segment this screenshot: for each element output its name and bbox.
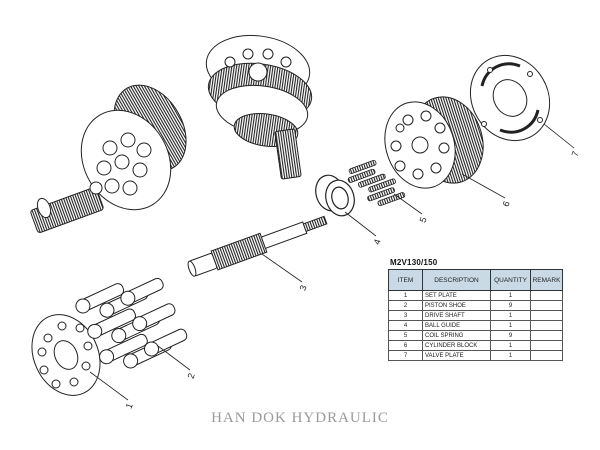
leader-line-1 bbox=[89, 371, 129, 401]
leader-lines bbox=[89, 123, 575, 401]
parts-list: M2V130/150 ITEM DESCRIPTION QUANTITY REM… bbox=[388, 258, 563, 361]
cell-remark bbox=[530, 340, 563, 351]
leader-line-5 bbox=[393, 193, 423, 215]
leader-line-6 bbox=[461, 173, 506, 199]
callout-1: 1 bbox=[124, 402, 135, 410]
callout-6: 6 bbox=[501, 200, 512, 208]
table-row: 4 BALL GUIDE 1 bbox=[388, 320, 563, 331]
cell-description: PISTON SHOE bbox=[422, 300, 491, 311]
cell-description: CYLINDER BLOCK bbox=[422, 340, 491, 351]
cell-item: 1 bbox=[388, 290, 423, 301]
cell-quantity: 9 bbox=[490, 330, 531, 341]
header-description: DESCRIPTION bbox=[422, 269, 491, 291]
cell-description: DRIVE SHAFT bbox=[422, 310, 491, 321]
header-item: ITEM bbox=[388, 269, 423, 291]
cell-item: 4 bbox=[388, 320, 423, 331]
table-row: 7 VALVE PLATE 1 bbox=[388, 350, 563, 361]
callout-labels: 1 2 3 4 5 6 7 bbox=[124, 150, 581, 410]
coil-spring-group-illustration bbox=[347, 160, 406, 207]
cell-quantity: 1 bbox=[490, 310, 531, 321]
valve-plate-illustration bbox=[469, 54, 551, 142]
table-row: 6 CYLINDER BLOCK 1 bbox=[388, 340, 563, 351]
set-plate-illustration bbox=[31, 314, 101, 396]
cell-quantity: 1 bbox=[490, 340, 531, 351]
cell-quantity: 1 bbox=[490, 320, 531, 331]
callout-2: 2 bbox=[186, 372, 197, 380]
callout-3: 3 bbox=[298, 284, 309, 292]
watermark-text: HAN DOK HYDRAULIC bbox=[211, 410, 389, 426]
cell-remark bbox=[530, 310, 563, 321]
cell-item: 2 bbox=[388, 300, 423, 311]
table-row: 1 SET PLATE 1 bbox=[388, 290, 563, 301]
cell-description: COIL SPRING bbox=[422, 330, 491, 341]
leader-line-2 bbox=[157, 345, 191, 371]
assembled-rotary-group-illustration bbox=[205, 34, 313, 180]
cell-remark bbox=[530, 300, 563, 311]
callout-7: 7 bbox=[570, 150, 581, 158]
assembled-cylinder-block-illustration bbox=[30, 84, 187, 233]
cell-description: SET PLATE bbox=[422, 290, 491, 301]
cell-quantity: 1 bbox=[490, 350, 531, 361]
leader-line-4 bbox=[344, 211, 377, 237]
parts-table-header-row: ITEM DESCRIPTION QUANTITY REMARK bbox=[388, 269, 563, 291]
table-row: 5 COIL SPRING 9 bbox=[388, 330, 563, 341]
table-row: 2 PISTON SHOE 9 bbox=[388, 300, 563, 311]
cell-item: 3 bbox=[388, 310, 423, 321]
leader-line-3 bbox=[261, 253, 303, 283]
callout-5: 5 bbox=[418, 216, 429, 224]
cell-description: VALVE PLATE bbox=[422, 350, 491, 361]
drive-shaft-illustration bbox=[187, 215, 328, 277]
callout-4: 4 bbox=[372, 238, 383, 246]
header-remark: REMARK bbox=[530, 269, 563, 291]
piston-shoe-group-illustration bbox=[75, 277, 188, 369]
cell-quantity: 9 bbox=[490, 300, 531, 311]
leader-line-7 bbox=[543, 123, 575, 149]
ball-guide-illustration bbox=[315, 174, 355, 217]
table-row: 3 DRIVE SHAFT 1 bbox=[388, 310, 563, 321]
cell-description: BALL GUIDE bbox=[422, 320, 491, 331]
cell-remark bbox=[530, 330, 563, 341]
cylinder-block-illustration bbox=[384, 96, 484, 189]
cell-remark bbox=[530, 290, 563, 301]
cell-item: 5 bbox=[388, 330, 423, 341]
cell-remark bbox=[530, 350, 563, 361]
cell-item: 6 bbox=[388, 340, 423, 351]
cell-remark bbox=[530, 320, 563, 331]
cell-quantity: 1 bbox=[490, 290, 531, 301]
model-title: M2V130/150 bbox=[390, 258, 438, 267]
header-quantity: QUANTITY bbox=[490, 269, 531, 291]
parts-table: ITEM DESCRIPTION QUANTITY REMARK 1 SET P… bbox=[388, 269, 563, 361]
cell-item: 7 bbox=[388, 350, 423, 361]
